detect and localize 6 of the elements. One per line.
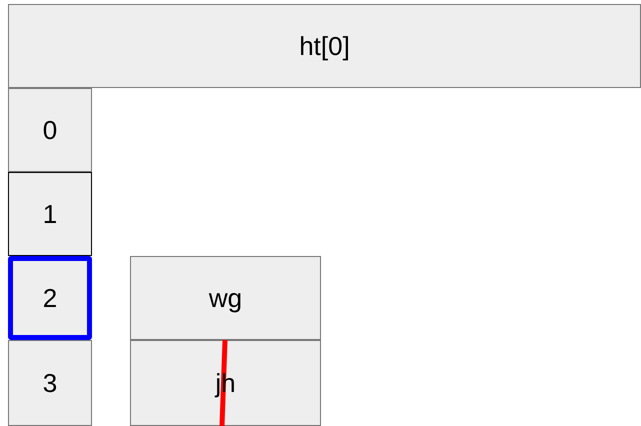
entry-cell: wg bbox=[130, 256, 321, 340]
index-cell: 3 bbox=[8, 340, 92, 426]
index-cell: 0 bbox=[8, 88, 92, 172]
table-header: ht[0] bbox=[8, 4, 641, 88]
index-cell: 1 bbox=[8, 172, 92, 256]
highlighted-index-cell: 2 bbox=[8, 256, 92, 340]
